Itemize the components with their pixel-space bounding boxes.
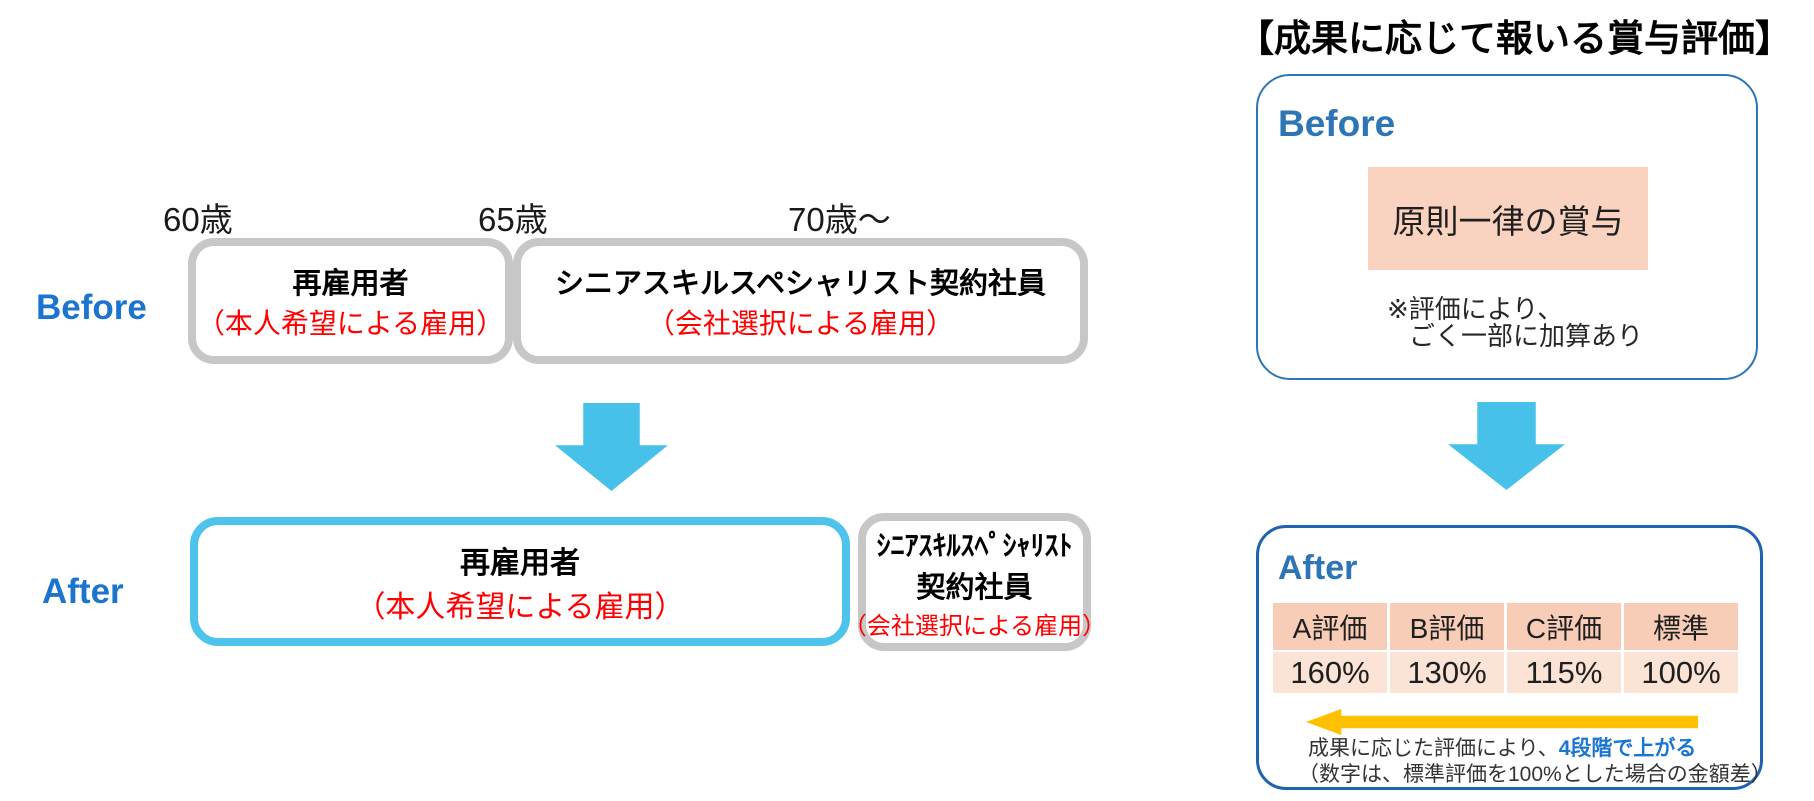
down-arrow-icon [555,403,668,491]
before-rehired-title: 再雇用者 [292,268,409,300]
age-label-65: 65歳 [478,201,548,238]
rating-caption: 成果に応じた評価により、4段階で上がる [1308,732,1696,762]
down-arrow-icon [1448,402,1565,490]
after-specialist-box: ｼﾆｱｽｷﾙｽﾍﾟｼｬﾘｽﾄ 契約社員 （会社選択による雇用） [843,513,1106,651]
after-specialist-subtitle: （会社選択による雇用） [842,613,1107,640]
before-specialist-box: シニアスキルスペシャリスト契約社員 （会社選択による雇用） [513,238,1088,364]
before-rehired-subtitle: （本人希望による雇用） [196,309,505,340]
bonus-before-card: Before 原則一律の賞与 ※評価により、 ごく一部に加算あり [1240,63,1762,388]
after-specialist-line2: 契約社員 [916,571,1033,604]
before-specialist-subtitle: （会社選択による雇用） [646,309,955,340]
bonus-after-label: After [1278,549,1358,587]
age-label-70: 70歳〜 [788,201,891,238]
after-specialist-line1: ｼﾆｱｽｷﾙｽﾍﾟｼｬﾘｽﾄ [876,529,1073,561]
rating-table-value-c: 115% [1507,652,1621,693]
after-rehired-box: 再雇用者 （本人希望による雇用） [190,517,850,646]
uniform-bonus-highlight: 原則一律の賞与 [1368,167,1648,270]
rating-table: A評価 B評価 C評価 標準 160% 130% 115% 100% [1273,603,1738,693]
rating-caption-sub: （数字は、標準評価を100%とした場合の金額差） [1298,763,1772,786]
before-specialist-title: シニアスキルスペシャリスト契約社員 [555,268,1046,300]
rating-table-value-b: 130% [1390,652,1504,693]
bonus-after-card-border [1256,525,1763,790]
after-row-label: After [42,572,124,611]
bonus-after-card: After A評価 B評価 C評価 標準 160% 130% 115% 100%… [1248,517,1773,795]
age-label-60: 60歳 [163,201,233,238]
rating-table-header-c: C評価 [1507,603,1621,650]
after-rehired-title: 再雇用者 [460,546,580,580]
rating-table-header-a: A評価 [1273,603,1387,650]
after-rehired-subtitle: （本人希望による雇用） [355,590,685,624]
before-rehired-box: 再雇用者 （本人希望による雇用） [188,238,513,364]
bonus-before-note-line2: ごく一部に加算あり [1409,321,1644,351]
rating-table-header-standard: 標準 [1624,603,1738,650]
bonus-before-note-line1: ※評価により、 [1387,294,1564,324]
bonus-before-card-border [1256,74,1758,380]
rating-caption-bold: 4段階で上がる [1558,737,1697,760]
bonus-before-label: Before [1278,103,1396,144]
rating-table-header-b: B評価 [1390,603,1504,650]
before-row-label: Before [36,288,147,327]
rating-table-value-a: 160% [1273,652,1387,693]
rating-table-value-standard: 100% [1624,652,1738,693]
bonus-panel-title: 【成果に応じて報いる賞与評価】 [1237,18,1792,59]
rating-caption-normal: 成果に応じた評価により、 [1308,737,1559,760]
